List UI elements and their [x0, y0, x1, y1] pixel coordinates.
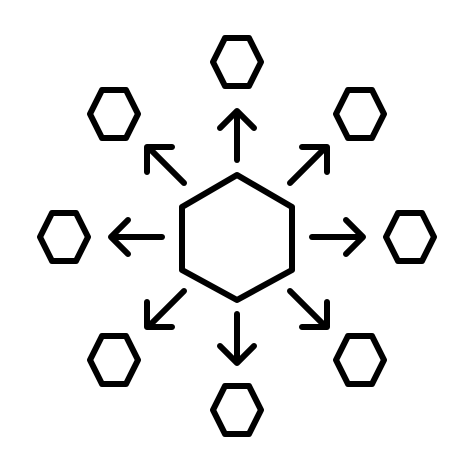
outer-hexagon-bottom-left-icon [87, 333, 141, 387]
outer-hexagon-top-icon [210, 35, 264, 89]
arrow-down-right-icon [287, 288, 330, 330]
arrow-right-icon [309, 217, 366, 257]
arrow-down-left-icon [144, 288, 187, 330]
outer-hexagon-right-icon [383, 210, 437, 264]
outer-hexagon-top-left-icon [87, 87, 141, 141]
center-hexagon-icon [179, 172, 295, 303]
arrow-up-left-icon [144, 144, 187, 186]
arrow-up-right-icon [287, 144, 330, 186]
outer-hexagon-bottom-right-icon [333, 333, 387, 387]
outer-hexagon-bottom-icon [210, 383, 264, 437]
arrow-up-icon [217, 108, 257, 163]
arrow-down-icon [217, 311, 257, 366]
outer-hexagon-top-right-icon [333, 87, 387, 141]
arrow-left-icon [108, 217, 165, 257]
outer-hexagon-left-icon [37, 210, 91, 264]
